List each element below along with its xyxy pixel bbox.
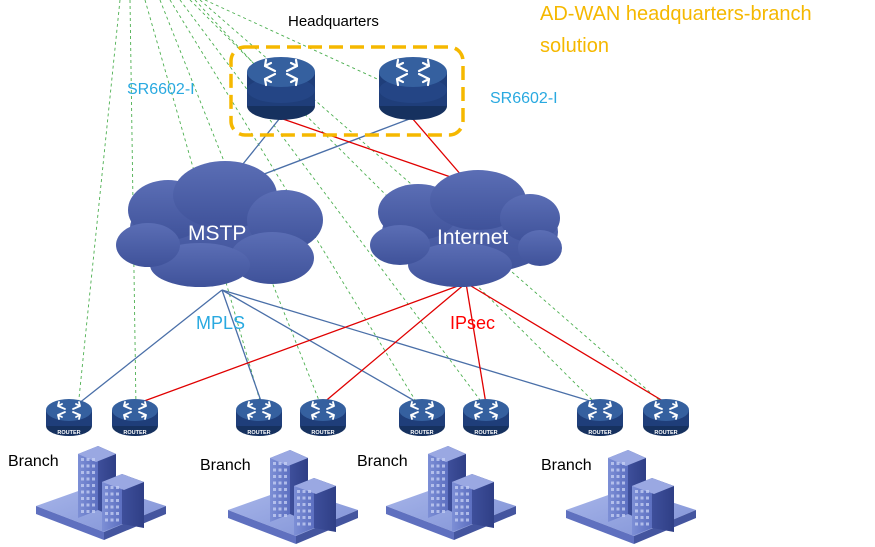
mpls-link (77, 289, 223, 405)
branch-2-router-2[interactable]: ROUTER (300, 399, 346, 436)
router-arrows-icon (311, 401, 335, 420)
ipsec-link (135, 282, 467, 405)
branch-3-router-1[interactable]: ROUTER (399, 399, 445, 436)
mstp-cloud[interactable]: MSTP (116, 161, 323, 287)
branch-label-1: Branch (8, 453, 59, 470)
ipsec-label: IPsec (450, 313, 495, 333)
headquarters-box (229, 45, 465, 137)
branch-2-router-1[interactable]: ROUTER (236, 399, 282, 436)
router-arrows-icon (57, 401, 81, 420)
mgmt-line (169, 0, 421, 409)
mpls-link (221, 289, 263, 405)
router-arrows-icon (263, 58, 299, 87)
building-windows (431, 458, 469, 522)
branch-3-building (386, 446, 516, 540)
branch-label-2: Branch (200, 457, 251, 474)
ipsec-link (465, 282, 669, 405)
building-windows (81, 458, 119, 522)
hq1-internet-link (279, 117, 469, 184)
branch-4-router-2[interactable]: ROUTER (643, 399, 689, 436)
router-arrows-icon (247, 401, 271, 420)
branch-1-router-1[interactable]: ROUTER (46, 399, 92, 436)
mgmt-line (204, 0, 413, 96)
router-badge: ROUTER (311, 430, 334, 436)
router-badge: ROUTER (247, 430, 270, 436)
internet-cloud[interactable]: Internet (370, 170, 562, 287)
mstp-label: MSTP (188, 222, 246, 245)
title-line-2: solution (540, 35, 609, 57)
router-badge: ROUTER (123, 430, 146, 436)
router-arrows-icon (395, 58, 431, 87)
mpls-link (221, 289, 601, 405)
mpls-link (221, 289, 421, 405)
router-badge: ROUTER (588, 430, 611, 436)
hq-router-1[interactable] (247, 57, 315, 120)
mpls-label: MPLS (196, 313, 245, 333)
branch-4-building (566, 450, 696, 544)
branch-4-router-1[interactable]: ROUTER (577, 399, 623, 436)
router-arrows-icon (474, 401, 498, 420)
building-windows (611, 462, 649, 526)
branch-1-router-2[interactable]: ROUTER (112, 399, 158, 436)
mgmt-line (179, 0, 487, 409)
router-arrows-icon (588, 401, 612, 420)
hq-router-1-model: SR6602-I (127, 81, 195, 98)
ipsec-link (321, 282, 467, 405)
router-badge: ROUTER (57, 430, 80, 436)
hq-router-2-model: SR6602-I (490, 90, 558, 107)
hq-router-2[interactable] (379, 57, 447, 120)
router-badge: ROUTER (410, 430, 433, 436)
router-arrows-icon (410, 401, 434, 420)
building-windows (273, 462, 311, 526)
branch-label-4: Branch (541, 457, 592, 474)
mgmt-line (77, 0, 121, 409)
hq2-internet-link (411, 117, 469, 184)
title-line-1: AD-WAN headquarters-branch (540, 3, 812, 25)
branch-3-router-2[interactable]: ROUTER (463, 399, 509, 436)
mgmt-line (159, 0, 323, 409)
headquarters-label: Headquarters (288, 13, 379, 30)
router-arrows-icon (123, 401, 147, 420)
branch-label-3: Branch (357, 453, 408, 470)
ipsec-link (465, 282, 487, 405)
router-badge: ROUTER (474, 430, 497, 436)
router-badge: ROUTER (654, 430, 677, 436)
branch-2-building (228, 450, 358, 544)
branch-1-building (36, 446, 166, 540)
internet-label: Internet (437, 226, 508, 249)
router-arrows-icon (654, 401, 678, 420)
